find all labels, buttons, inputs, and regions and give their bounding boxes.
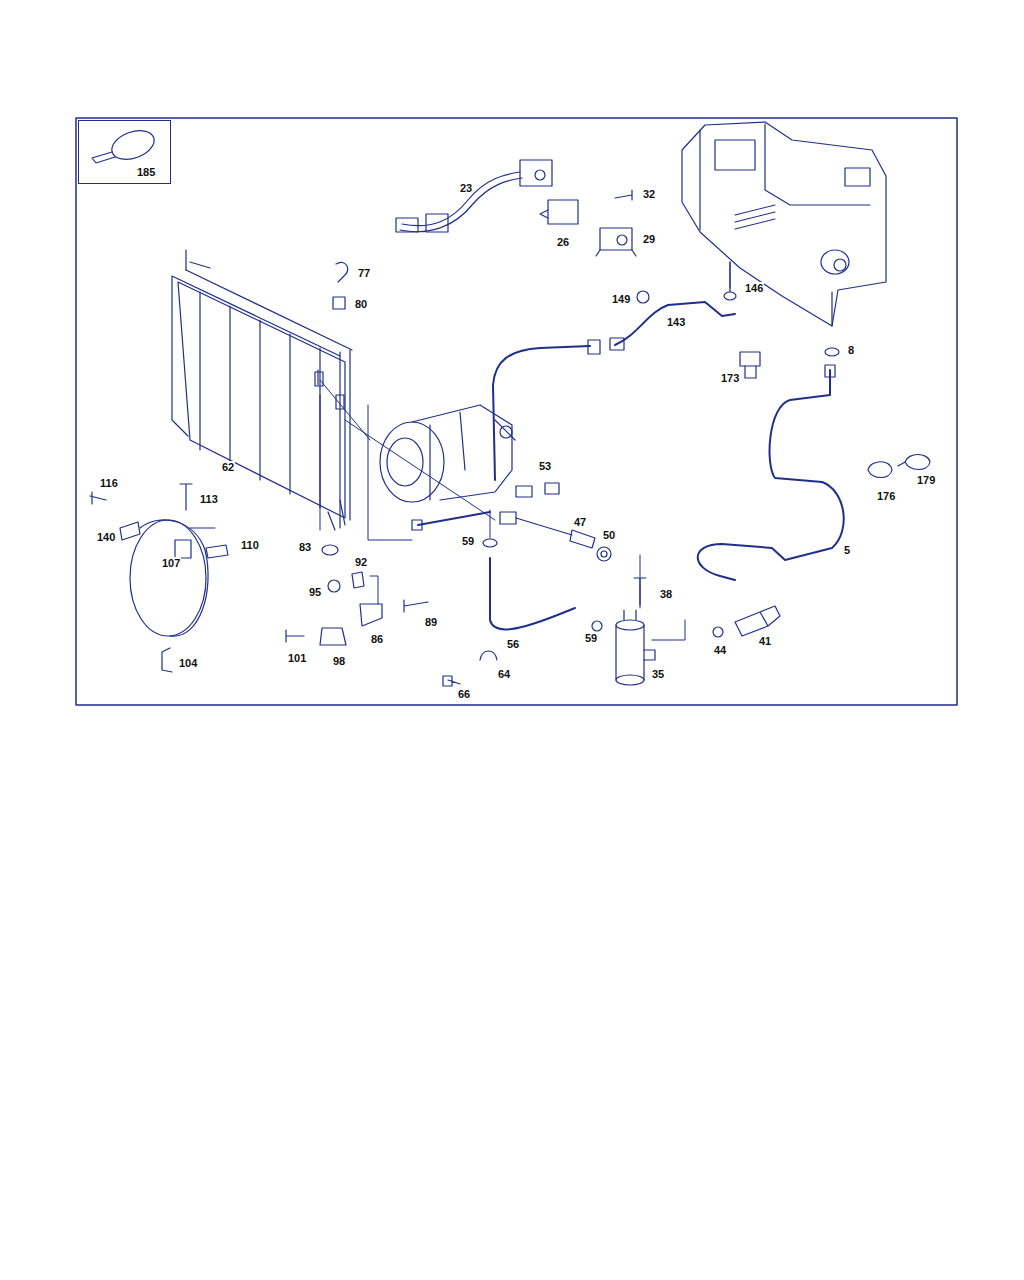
pressure-sensor — [570, 530, 595, 548]
callout-number: 89 — [424, 616, 438, 628]
bracket — [360, 604, 382, 626]
callout-number: 98 — [332, 655, 346, 667]
washer — [483, 539, 497, 547]
clip — [206, 545, 228, 558]
pressure-switch — [735, 606, 780, 636]
callout-number: 59 — [461, 535, 475, 547]
pipe-fitting — [412, 520, 422, 530]
connector — [516, 486, 532, 497]
washer — [713, 627, 723, 637]
callout-number: 110 — [240, 539, 260, 551]
callout-number: 101 — [287, 652, 307, 664]
bolt — [443, 676, 460, 686]
connector — [545, 483, 559, 494]
callout-number: 53 — [538, 460, 552, 472]
rubber-mount — [322, 545, 338, 555]
callout-number: 41 — [758, 635, 772, 647]
callout-number: 83 — [298, 541, 312, 553]
evaporator-housing — [682, 122, 886, 326]
callout-number: 47 — [573, 516, 587, 528]
bolt — [404, 600, 428, 612]
inset-box: 185 — [78, 120, 171, 184]
callout-number: 8 — [847, 344, 855, 356]
callout-number: 29 — [642, 233, 656, 245]
connector — [500, 512, 516, 524]
washer — [724, 292, 736, 300]
callout-number: 26 — [556, 236, 570, 248]
callout-number: 92 — [354, 556, 368, 568]
bracket — [162, 648, 172, 672]
bolt — [90, 492, 106, 504]
receiver-drier — [616, 610, 655, 685]
callout-number: 143 — [666, 316, 686, 328]
callout-number: 95 — [308, 586, 322, 598]
callout-number: 64 — [497, 668, 511, 680]
callout-number: 176 — [876, 490, 896, 502]
callout-number: 107 — [161, 557, 181, 569]
pipe — [418, 512, 490, 525]
cable-tie — [92, 125, 158, 164]
washer — [597, 547, 611, 561]
washer — [825, 348, 839, 356]
callout-number: 59 — [584, 632, 598, 644]
hose — [490, 558, 575, 629]
washer — [592, 621, 602, 631]
frame — [76, 118, 957, 705]
clamp — [868, 462, 892, 478]
callout-number: 23 — [459, 182, 473, 194]
callout-number: 35 — [651, 668, 665, 680]
callout-number: 104 — [178, 657, 198, 669]
callout-number: 80 — [354, 298, 368, 310]
grommet — [352, 572, 364, 588]
washer — [601, 551, 607, 557]
bracket — [120, 522, 140, 540]
callout-number: 173 — [720, 372, 740, 384]
hose-fitting — [610, 338, 624, 350]
callout-number: 50 — [602, 529, 616, 541]
mount — [320, 628, 346, 645]
wiring-harness — [396, 160, 552, 232]
hose-fitting — [588, 340, 600, 354]
fitting — [740, 352, 760, 378]
callout-number: 149 — [611, 293, 631, 305]
clip — [336, 262, 348, 282]
connector — [548, 200, 578, 224]
callout-number: 38 — [659, 588, 673, 600]
callout-number: 32 — [642, 188, 656, 200]
screw — [180, 484, 192, 510]
callout-number: 146 — [744, 282, 764, 294]
callout-number: 86 — [370, 633, 384, 645]
hose — [698, 370, 844, 580]
condenser — [172, 250, 352, 530]
bolt — [615, 190, 632, 200]
o-ring — [637, 291, 649, 303]
callout-number: 44 — [713, 644, 727, 656]
nut — [328, 580, 340, 592]
callout-number: 113 — [199, 493, 219, 505]
bracket — [596, 228, 636, 256]
callout-number: 116 — [99, 477, 119, 489]
clamp — [898, 455, 930, 470]
leader-line — [190, 262, 730, 640]
callout-number: 185 — [137, 166, 155, 178]
hose-fitting — [825, 365, 835, 377]
callout-number: 5 — [843, 544, 851, 556]
hose — [493, 346, 590, 480]
callout-number: 66 — [457, 688, 471, 700]
callout-number: 179 — [916, 474, 936, 486]
bolt — [286, 630, 304, 642]
clip — [480, 651, 497, 660]
rubber-block — [333, 297, 345, 309]
fan-shroud — [130, 520, 208, 636]
hose — [615, 302, 735, 345]
connector-pin — [540, 210, 548, 218]
wire — [516, 518, 572, 535]
callout-number: 62 — [221, 461, 235, 473]
callout-number: 56 — [506, 638, 520, 650]
callout-number: 77 — [357, 267, 371, 279]
callout-number: 140 — [96, 531, 116, 543]
